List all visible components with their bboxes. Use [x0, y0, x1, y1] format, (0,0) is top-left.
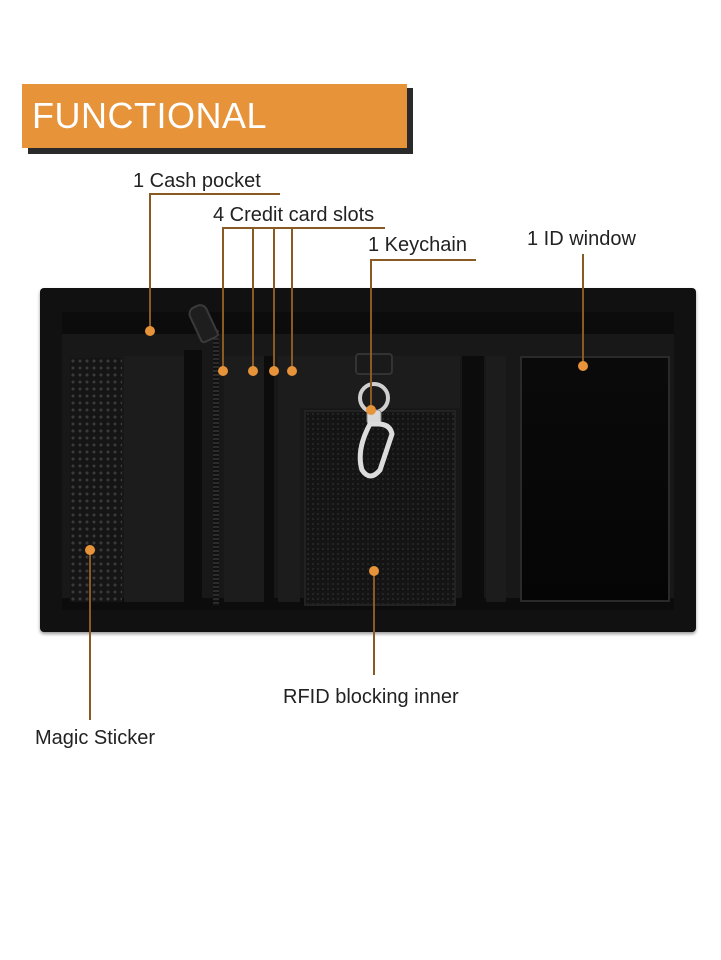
- cash-pocket-dot: [145, 326, 155, 336]
- card-slot-divider: [264, 356, 274, 602]
- divider-strap: [184, 350, 202, 602]
- magic-sticker-dot: [85, 545, 95, 555]
- banner-title: FUNCTIONAL DESION: [22, 84, 407, 200]
- cash-pocket-panel: [124, 356, 184, 602]
- label-keychain: 1 Keychain: [368, 234, 467, 256]
- keychain-dot: [366, 405, 376, 415]
- side-pocket: [486, 356, 506, 602]
- card-slot-dot-3: [269, 366, 279, 376]
- zipper: [213, 330, 219, 606]
- card-slot-panel-2: [278, 356, 300, 602]
- card-slot-dot-4: [287, 366, 297, 376]
- card-slot-panel: [224, 356, 264, 602]
- label-rfid: RFID blocking inner: [283, 686, 459, 708]
- label-cash-pocket: 1 Cash pocket: [133, 170, 261, 192]
- card-slot-dot-2: [248, 366, 258, 376]
- rfid-panel: [304, 410, 456, 606]
- center-strap: [462, 356, 484, 602]
- magic-sticker-mesh: [70, 358, 122, 602]
- id-window-panel: [520, 356, 670, 602]
- label-id-window: 1 ID window: [527, 228, 636, 250]
- id-window-dot: [578, 361, 588, 371]
- label-credit-card-slots: 4 Credit card slots: [213, 204, 375, 226]
- card-slot-dot-1: [218, 366, 228, 376]
- rfid-dot: [369, 566, 379, 576]
- label-magic-sticker: Magic Sticker: [35, 727, 156, 749]
